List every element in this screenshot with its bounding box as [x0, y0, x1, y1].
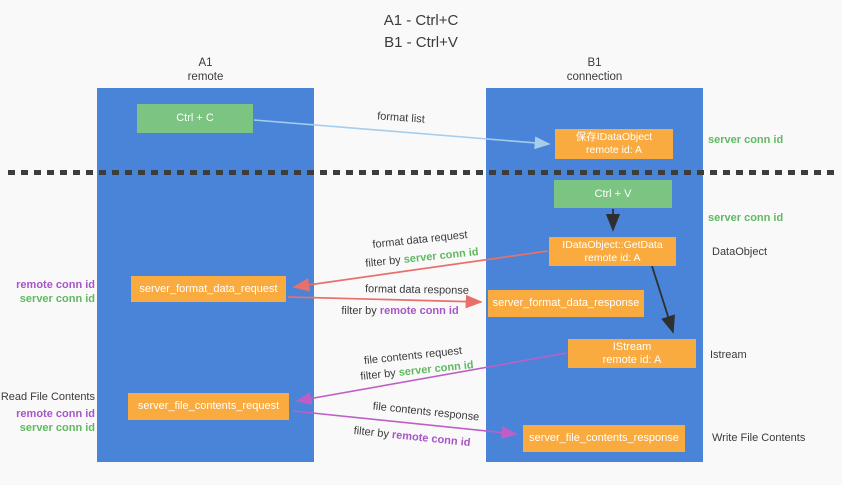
ctrl-v-node: Ctrl + V: [554, 180, 672, 208]
istream-annotation: Istream: [710, 349, 747, 361]
file-contents-response-filter-label: filter by remote conn id: [353, 425, 471, 449]
format-request-label: server_format_data_request: [139, 282, 278, 295]
format-data-response-arrow: [287, 294, 483, 309]
ctrl-c-node: Ctrl + C: [137, 104, 253, 133]
filter-by-text: filter by: [353, 424, 393, 441]
lane-a1-name: A1: [198, 57, 213, 69]
dataobject-annotation: DataObject: [712, 246, 768, 258]
server-conn-id-annotation: server conn id: [19, 422, 95, 434]
format-response-label: server_format_data_response: [492, 297, 640, 309]
server-conn-id-annotation: server conn id: [19, 293, 95, 305]
left-read-file-annotation-group: Read File Contents remote conn id server…: [0, 390, 95, 435]
istream-line1: IStream: [612, 340, 652, 353]
file-response-label: server_file_contents_response: [529, 432, 679, 444]
left-conn-id-annotation-top: remote conn id server conn id: [0, 278, 95, 306]
title-line-2: B1 - Ctrl+V: [384, 34, 458, 51]
read-file-contents-annotation: Read File Contents: [0, 391, 95, 403]
istream-node: IStream remote id: A: [568, 339, 696, 368]
ctrl-c-label: Ctrl + C: [176, 112, 214, 124]
server-conn-id-annotation-mid: server conn id: [708, 212, 784, 224]
istream-line2: remote id: A: [602, 353, 662, 366]
server-file-contents-response-node: server_file_contents_response: [523, 425, 685, 452]
save-idataobject-node: 保存IDataObject remote id: A: [555, 129, 673, 159]
file-request-label: server_file_contents_request: [137, 400, 280, 412]
remote-conn-id-text: remote conn id: [391, 428, 471, 450]
diagram-title: A1 - Ctrl+C B1 - Ctrl+V: [0, 10, 842, 54]
write-file-contents-annotation: Write File Contents: [712, 432, 806, 444]
server-format-data-request-node: server_format_data_request: [131, 276, 286, 302]
remote-conn-id-annotation: remote conn id: [16, 408, 95, 420]
lane-a1-role: remote: [187, 71, 224, 83]
remote-conn-id-text: remote conn id: [379, 305, 459, 317]
filter-by-text: filter by: [364, 253, 405, 270]
ctrl-v-label: Ctrl + V: [594, 187, 632, 200]
save-idataobject-line2: remote id: A: [585, 144, 643, 156]
server-conn-id-annotation-top: server conn id: [708, 134, 784, 146]
idataobject-getdata-node: IDataObject::GetData remote id: A: [549, 237, 676, 266]
save-idataobject-line1: 保存IDataObject: [575, 131, 653, 143]
getdata-line1: IDataObject::GetData: [562, 238, 663, 251]
remote-conn-id-annotation: remote conn id: [16, 279, 95, 291]
lane-header-b1: B1 connection: [486, 56, 703, 84]
format-data-response-label: format data response: [364, 283, 470, 297]
server-format-data-response-node: server_format_data_response: [488, 290, 644, 317]
format-data-response-filter-label: filter by remote conn id: [341, 305, 458, 317]
lane-b1-role: connection: [566, 71, 623, 83]
lane-header-a1: A1 remote: [97, 56, 314, 84]
server-conn-id-text: server conn id: [403, 246, 480, 266]
title-line-1: A1 - Ctrl+C: [383, 12, 459, 29]
server-file-contents-request-node: server_file_contents_request: [128, 393, 289, 420]
filter-by-text: filter by: [359, 366, 400, 383]
dotted-separator: [8, 170, 836, 175]
file-contents-response-label: file contents response: [372, 400, 480, 424]
lane-b1-name: B1: [587, 57, 602, 69]
format-list-label: format list: [376, 110, 426, 126]
filter-by-text: filter by: [341, 305, 380, 317]
getdata-line2: remote id: A: [584, 251, 641, 264]
